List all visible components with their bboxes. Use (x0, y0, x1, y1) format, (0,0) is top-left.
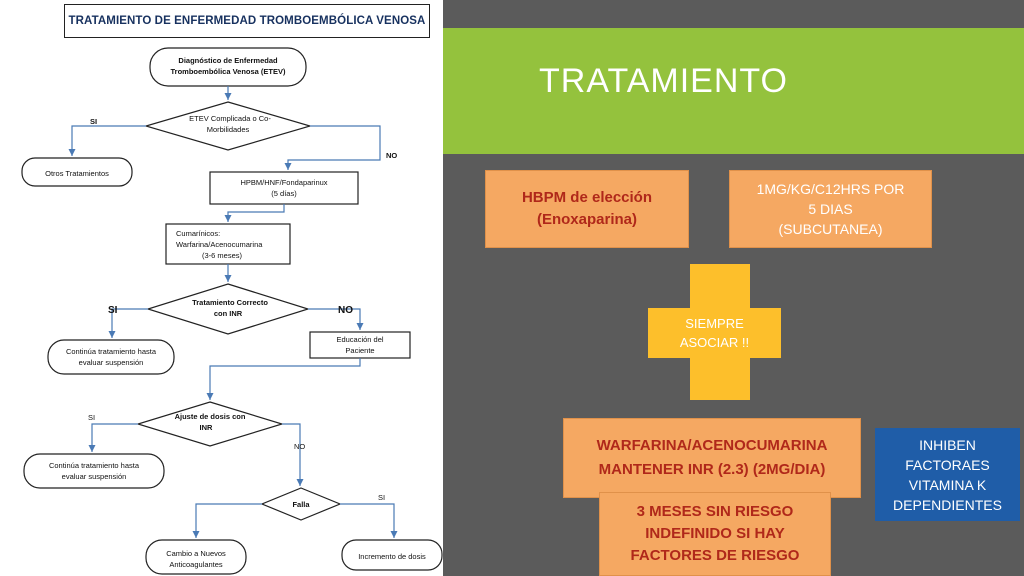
education-line-1: Educación del (336, 335, 383, 344)
top-strip (443, 0, 1024, 28)
increase-node (341, 539, 443, 571)
continue-1-line-2: evaluar suspensión (79, 358, 144, 367)
continue-1-line-1: Continúa tratamiento hasta (66, 347, 157, 356)
dose-box: 1MG/KG/C12HRS POR 5 DIAS (SUBCUTANEA) (729, 170, 932, 248)
decision-adjust-line-2: INR (200, 423, 214, 432)
hbpm-box: HBPM de elección (Enoxaparina) (485, 170, 689, 248)
change-node (145, 539, 247, 575)
hbpm-node (209, 171, 359, 205)
decision-complicated-line-2: Morbilidades (207, 125, 250, 134)
decision-complicated-line-1: ETEV Complicada o Co- (189, 114, 271, 123)
decision-correct (145, 283, 311, 335)
cumarinicos-line-1: Cumarínicos: (176, 229, 220, 238)
connector (88, 423, 138, 452)
cross-line-1: SIEMPRE (685, 316, 744, 331)
warfarina-line-2: MANTENER INR (2.3) (2MG/DIA) (598, 461, 826, 478)
diagnosis-line-2: Tromboembólica Venosa (ETEV) (170, 67, 286, 76)
connector (192, 503, 262, 538)
label-no-2: NO (338, 305, 353, 316)
diagnosis-line-1: Diagnóstico de Enfermedad (178, 56, 278, 65)
months-box: 3 MESES SIN RIESGO INDEFINIDO SI HAY FAC… (599, 492, 831, 576)
continue-node-2 (23, 453, 165, 489)
title-band (443, 28, 1024, 154)
slide-panel: TRATAMIENTO HBPM de elección (Enoxaparin… (443, 0, 1024, 576)
cumarinicos-node (165, 223, 291, 265)
months-line-2: INDEFINIDO SI HAY (645, 525, 785, 542)
change-line-1: Cambio a Nuevos (166, 549, 226, 558)
flowchart-panel: TRATAMIENTO DE ENFERMEDAD TROMBOEMBÓLICA… (0, 0, 443, 576)
hbpm-line-1: HPBM/HNF/Fondaparinux (240, 178, 327, 187)
label-si-4: SI (378, 493, 385, 502)
hbpm-line-1: HBPM de elección (521, 189, 653, 206)
label-no-1: NO (386, 151, 397, 160)
decision-adjust (135, 401, 285, 447)
connector (108, 308, 148, 338)
decision-fail (260, 487, 342, 521)
increase-text: Incremento de dosis (358, 552, 426, 561)
label-si-3: SI (88, 413, 95, 422)
connector (308, 308, 364, 330)
label-no-3: NO (294, 442, 305, 451)
decision-adjust-line-1: Ajuste de dosis con (175, 412, 246, 421)
label-si-2: SI (108, 305, 118, 316)
decision-correct-line-1: Tratamiento Correcto (192, 298, 268, 307)
inhiben-line-3: VITAMINA K (908, 476, 987, 493)
continue-2-line-1: Continúa tratamiento hasta (49, 461, 140, 470)
cross-line-2: ASOCIAR !! (679, 335, 750, 350)
hbpm-line-2: (Enoxaparina) (536, 211, 638, 228)
warfarina-box: WARFARINA/ACENOCUMARINA MANTENER INR (2.… (563, 418, 861, 498)
dose-line-1: 1MG/KG/C12HRS POR (756, 181, 905, 197)
months-line-3: FACTORES DE RIESGO (630, 547, 800, 564)
connector (68, 125, 146, 156)
connector (224, 204, 285, 222)
months-line-1: 3 MESES SIN RIESGO (636, 503, 794, 520)
connector (284, 125, 381, 170)
continue-node-1 (47, 339, 175, 375)
plus-cross-horizontal (648, 308, 781, 358)
warfarina-line-1: WARFARINA/ACENOCUMARINA (596, 437, 828, 454)
connector (340, 503, 398, 538)
inhiben-box: INHIBEN FACTORAES VITAMINA K DEPENDIENTE… (875, 428, 1020, 521)
dose-line-2: 5 DIAS (808, 201, 853, 217)
other-treatments-text: Otros Tratamientos (45, 169, 109, 178)
inhiben-line-2: FACTORAES (905, 456, 990, 473)
change-line-2: Anticoagulantes (169, 560, 223, 569)
continue-2-line-2: evaluar suspensión (62, 472, 127, 481)
cumarinicos-line-3: (3-6 meses) (202, 251, 243, 260)
cross-text: SIEMPRE ASOCIAR !! (648, 308, 781, 358)
education-line-2: Paciente (345, 346, 374, 355)
inhiben-line-1: INHIBEN (919, 436, 976, 453)
flowchart-diagram: Diagnóstico de Enfermedad Tromboembólica… (21, 47, 443, 575)
connector (206, 358, 361, 400)
decision-complicated (143, 101, 313, 151)
dose-line-3: (SUBCUTANEA) (778, 221, 883, 237)
slide-title: TRATAMIENTO (539, 62, 788, 100)
cumarinicos-line-2: Warfarina/Acenocumarina (176, 240, 263, 249)
hbpm-line-2: (5 días) (271, 189, 297, 198)
other-treatments-node (21, 157, 133, 187)
label-si-1: SI (90, 117, 97, 126)
connector (282, 423, 304, 486)
decision-correct-line-2: con INR (214, 309, 243, 318)
education-node (309, 331, 411, 359)
inhiben-line-4: DEPENDIENTES (893, 496, 1002, 513)
flowchart-title: TRATAMIENTO DE ENFERMEDAD TROMBOEMBÓLICA… (64, 4, 430, 38)
decision-fail-text: Falla (292, 500, 310, 509)
